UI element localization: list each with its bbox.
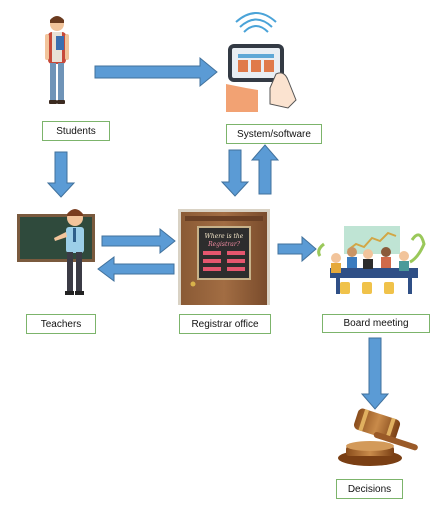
arrow-system-to-registrar — [220, 149, 250, 197]
office-door-icon: Where is the Registrar? — [178, 209, 270, 305]
student-figure-icon — [45, 16, 69, 104]
arrow-teachers-to-registrar — [101, 227, 176, 255]
arrow-board-to-decisions — [360, 337, 390, 410]
arrow-registrar-to-teachers — [97, 256, 175, 282]
arrow-students-to-system — [94, 56, 218, 88]
label-decisions: Decisions — [336, 479, 403, 499]
arrow-registrar-to-system — [250, 144, 280, 195]
arrow-registrar-to-board — [277, 235, 317, 263]
arrow-students-to-teachers — [46, 151, 76, 198]
gavel-icon — [338, 408, 418, 466]
tablet-hand-icon — [226, 12, 297, 112]
registrar-sign-line2: Registrar? — [207, 241, 241, 248]
registrar-sign-line1: Where is the — [205, 233, 244, 240]
teacher-blackboard-icon — [17, 209, 95, 295]
label-board-meeting: Board meeting — [322, 314, 430, 333]
label-registrar-office: Registrar office — [179, 314, 271, 334]
label-system-software: System/software — [226, 124, 322, 144]
label-students: Students — [42, 121, 110, 141]
label-teachers: Teachers — [26, 314, 96, 334]
meeting-table-icon — [317, 226, 426, 294]
